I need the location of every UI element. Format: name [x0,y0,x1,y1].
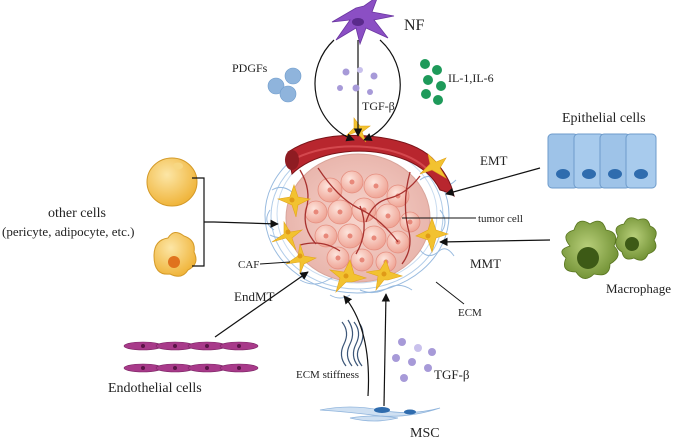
ecm-stiffness-arrow [343,295,370,397]
label-tgf-top: TGF-β [362,99,395,113]
tgf-molecules-bottom [392,338,436,382]
tumor-cells [304,170,421,273]
endmt-arrow [214,271,309,338]
arrows [213,167,551,407]
msc-arrow [381,293,391,407]
pdgf-molecules [267,67,302,103]
endothelial-cells [123,341,259,373]
caf-pointer [259,261,291,265]
label-epithelial: Epithelial cells [562,111,646,126]
label-msc: MSC [410,426,440,440]
label-nf: NF [404,17,425,34]
emt-arrow [445,167,541,197]
label-endmt: EndMT [234,289,275,304]
label-pdgfs: PDGFs [232,61,268,75]
ecm-stiffness-fibers [340,319,364,367]
nf-cell [331,0,395,46]
other-cells-bracket [192,177,214,267]
label-ecm: ECM [458,307,482,319]
label-ecm-stiffness: ECM stiffness [296,369,359,381]
epithelial-cells [547,133,657,189]
other-cells-arrow [213,219,279,228]
other-cells [146,157,198,277]
label-other-cells-detail: (pericyte, adipocyte, etc.) [2,224,134,239]
label-endothelial: Endothelial cells [108,381,202,396]
labels: NF PDGFs IL-1,IL-6 TGF-β Epithelial cell… [2,17,671,440]
tgf-molecules-top [337,67,378,95]
label-emt: EMT [480,153,508,168]
label-tgf-bottom: TGF-β [434,367,470,382]
label-other-cells: other cells [48,206,106,221]
label-caf: CAF [238,259,259,271]
ecm-pointer [435,281,465,305]
label-tumor-cell: tumor cell [478,213,523,225]
il-molecules [420,59,446,105]
label-mmt: MMT [470,256,501,271]
label-macrophage: Macrophage [606,281,671,296]
label-il: IL-1,IL-6 [448,71,494,85]
mmt-arrow [439,237,551,247]
macrophage-cells [561,217,657,279]
msc-cells [319,406,441,422]
capillaries [299,167,421,265]
